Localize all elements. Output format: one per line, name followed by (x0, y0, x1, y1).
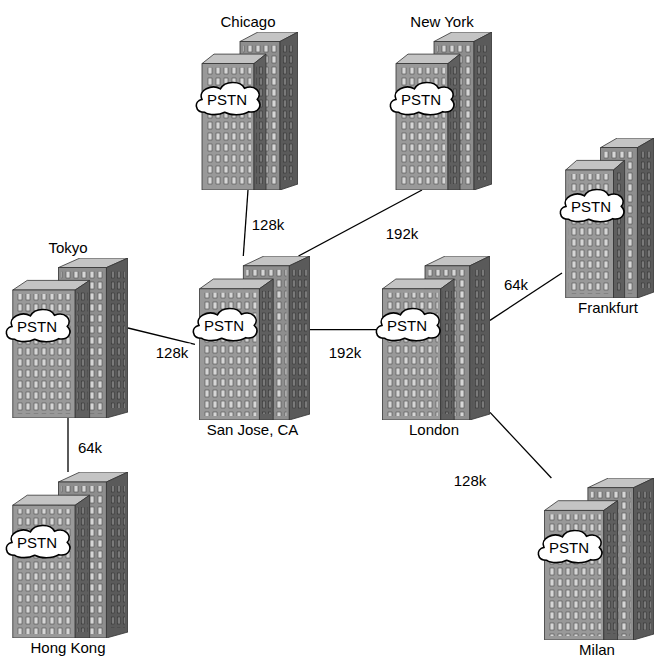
building-body: PSTN (8, 472, 128, 638)
city-name: Hong Kong (8, 638, 128, 658)
office-building: PSTN Hong Kong (8, 472, 128, 658)
building-body: PSTN (540, 478, 654, 640)
city-name: New York (392, 12, 492, 32)
office-building: New YorkPSTN (392, 12, 492, 190)
link-speed: 128k (452, 472, 489, 489)
pstn-cloud: PSTN (189, 305, 260, 342)
pstn-cloud: PSTN (556, 186, 627, 223)
building-body: PSTN (562, 138, 654, 298)
link-speed: 192k (327, 344, 364, 361)
cloud-label: PSTN (17, 534, 57, 551)
office-building: TokyoPSTN (8, 238, 128, 418)
wan-link (299, 190, 423, 256)
link-speed: 64k (502, 276, 530, 293)
cloud-label: PSTN (207, 91, 247, 108)
wan-link (128, 328, 195, 344)
office-building: ChicagoPSTN (198, 12, 298, 190)
city-name: San Jose, CA (195, 420, 310, 440)
pstn-cloud: PSTN (2, 522, 73, 559)
office-building: PSTN London (378, 256, 490, 440)
link-speed: 192k (384, 225, 421, 242)
pstn-cloud: PSTN (386, 79, 457, 116)
city-name: Frankfurt (562, 298, 654, 318)
pstn-cloud: PSTN (2, 306, 73, 343)
pstn-cloud: PSTN (192, 79, 263, 116)
cloud-label: PSTN (401, 91, 441, 108)
wan-link (310, 329, 378, 330)
cloud-label: PSTN (571, 198, 611, 215)
pstn-cloud: PSTN (372, 305, 443, 342)
office-building: PSTN Frankfurt (562, 138, 654, 318)
link-speed: 128k (154, 344, 191, 361)
pstn-cloud: PSTN (534, 527, 605, 564)
wan-link (67, 418, 68, 472)
city-name: Tokyo (8, 238, 128, 258)
building-body: PSTN (198, 32, 298, 190)
office-building: PSTN Milan (540, 478, 654, 660)
office-building: PSTN San Jose, CA (195, 256, 310, 440)
building-body: PSTN (195, 256, 310, 420)
city-name: Chicago (198, 12, 298, 32)
cloud-label: PSTN (204, 317, 244, 334)
cloud-label: PSTN (549, 539, 589, 556)
building-body: PSTN (392, 32, 492, 190)
city-name: London (378, 420, 490, 440)
building-body: PSTN (8, 258, 128, 418)
link-speed: 64k (76, 439, 104, 456)
link-speed: 128k (250, 216, 287, 233)
wan-link (490, 412, 551, 478)
building-body: PSTN (378, 256, 490, 420)
city-name: Milan (540, 640, 654, 660)
wan-link (243, 190, 248, 256)
wan-link (490, 273, 562, 320)
cloud-label: PSTN (17, 318, 57, 335)
cloud-label: PSTN (387, 317, 427, 334)
